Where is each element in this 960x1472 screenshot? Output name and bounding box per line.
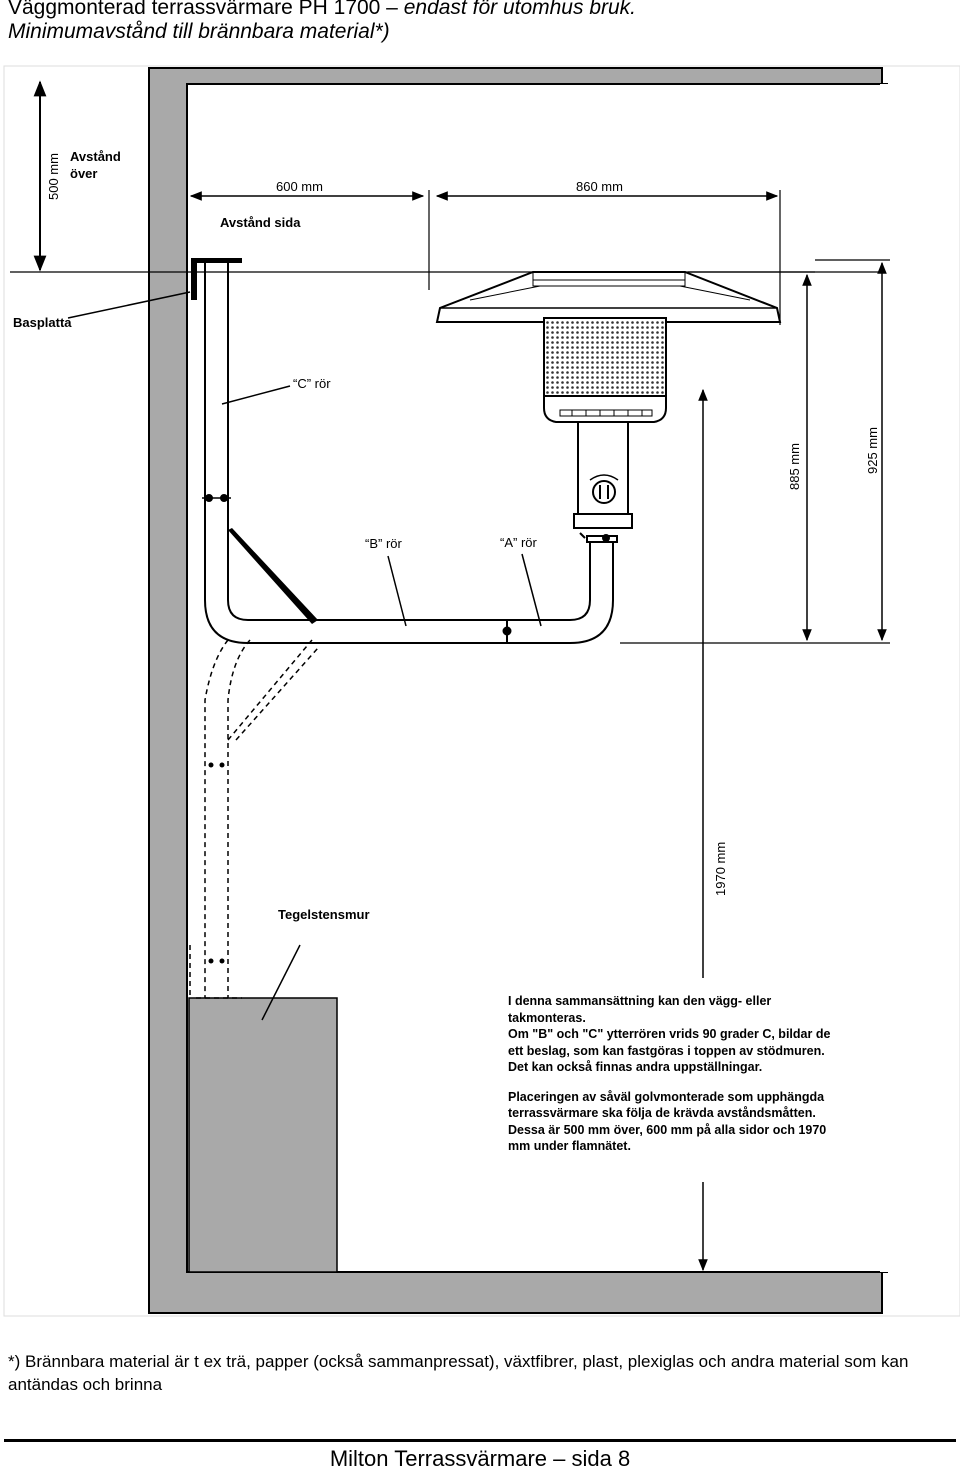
- dimension-885: 885 mm: [620, 271, 815, 644]
- page-subtitle: Minimumavstånd till brännbara material*): [8, 20, 390, 43]
- footer-divider: [4, 1439, 956, 1442]
- note-1-line-1: I denna sammansättning kan den vägg- ell…: [508, 994, 771, 1008]
- dimension-1970: 1970 mm: [698, 388, 728, 1272]
- page-footer: Milton Terrassvärmare – sida 8: [329, 1446, 631, 1471]
- pipe-b-label: “B” rör: [365, 536, 403, 551]
- heater: [435, 271, 782, 539]
- pipe-c: [202, 263, 231, 600]
- base-plate: Basplatta: [13, 258, 242, 330]
- title-italic: endast för utomhus bruk.: [403, 0, 637, 19]
- page-title: Väggmonterad terrassvärmare PH 1700 – en…: [8, 0, 636, 20]
- installation-note: I denna sammansättning kan den vägg- ell…: [508, 994, 830, 1153]
- dim-925-label: 925 mm: [865, 427, 880, 474]
- dimension-600: 600 mm Avstånd sida: [189, 179, 430, 290]
- note-1-line-2: takmonteras.: [508, 1011, 586, 1025]
- brick-wall: [188, 997, 338, 1273]
- distance-above-label-2: över: [70, 166, 97, 181]
- dimension-925: 925 mm: [815, 259, 890, 644]
- note-1-line-4: ett beslag, som kan fastgöras i toppen a…: [508, 1044, 825, 1058]
- dim-600-label: 600 mm: [276, 179, 323, 194]
- note-1-line-3: Om "B" och "C" ytterrören vrids 90 grade…: [508, 1027, 830, 1041]
- dim-1970-label: 1970 mm: [713, 842, 728, 896]
- alternative-mount-dashed: [189, 639, 319, 999]
- distance-side-label: Avstånd sida: [220, 215, 301, 230]
- note-2-line-4: mm under flamnätet.: [508, 1139, 631, 1153]
- brick-wall-label: Tegelstensmur: [278, 907, 370, 922]
- diagonal-brace: [228, 528, 318, 624]
- pipe-a-label: “A” rör: [500, 535, 538, 550]
- pipe-c-label: “C” rör: [293, 376, 331, 391]
- mounting-diagram: 500 mm Avstånd över 600 mm Avstånd sida …: [3, 65, 960, 1317]
- dim-885-label: 885 mm: [787, 443, 802, 490]
- dimension-860: 860 mm: [435, 179, 781, 325]
- dim-500-label: 500 mm: [46, 153, 61, 200]
- note-2-line-1: Placeringen av såväl golvmonterade som u…: [508, 1090, 825, 1104]
- dim-860-label: 860 mm: [576, 179, 623, 194]
- note-1-line-5: Det kan också finnas andra uppställninga…: [508, 1060, 762, 1074]
- distance-above-label-1: Avstånd: [70, 149, 121, 164]
- title-main: Väggmonterad terrassvärmare PH 1700 –: [8, 0, 398, 19]
- footnote: *) Brännbara material är t ex trä, pappe…: [8, 1352, 909, 1394]
- note-2-line-3: Dessa är 500 mm över, 600 mm på alla sid…: [508, 1123, 826, 1137]
- note-2-line-2: terrassvärmare ska följa de krävda avstå…: [508, 1106, 816, 1120]
- base-plate-label: Basplatta: [13, 315, 72, 330]
- pipe-b-a: [204, 534, 618, 644]
